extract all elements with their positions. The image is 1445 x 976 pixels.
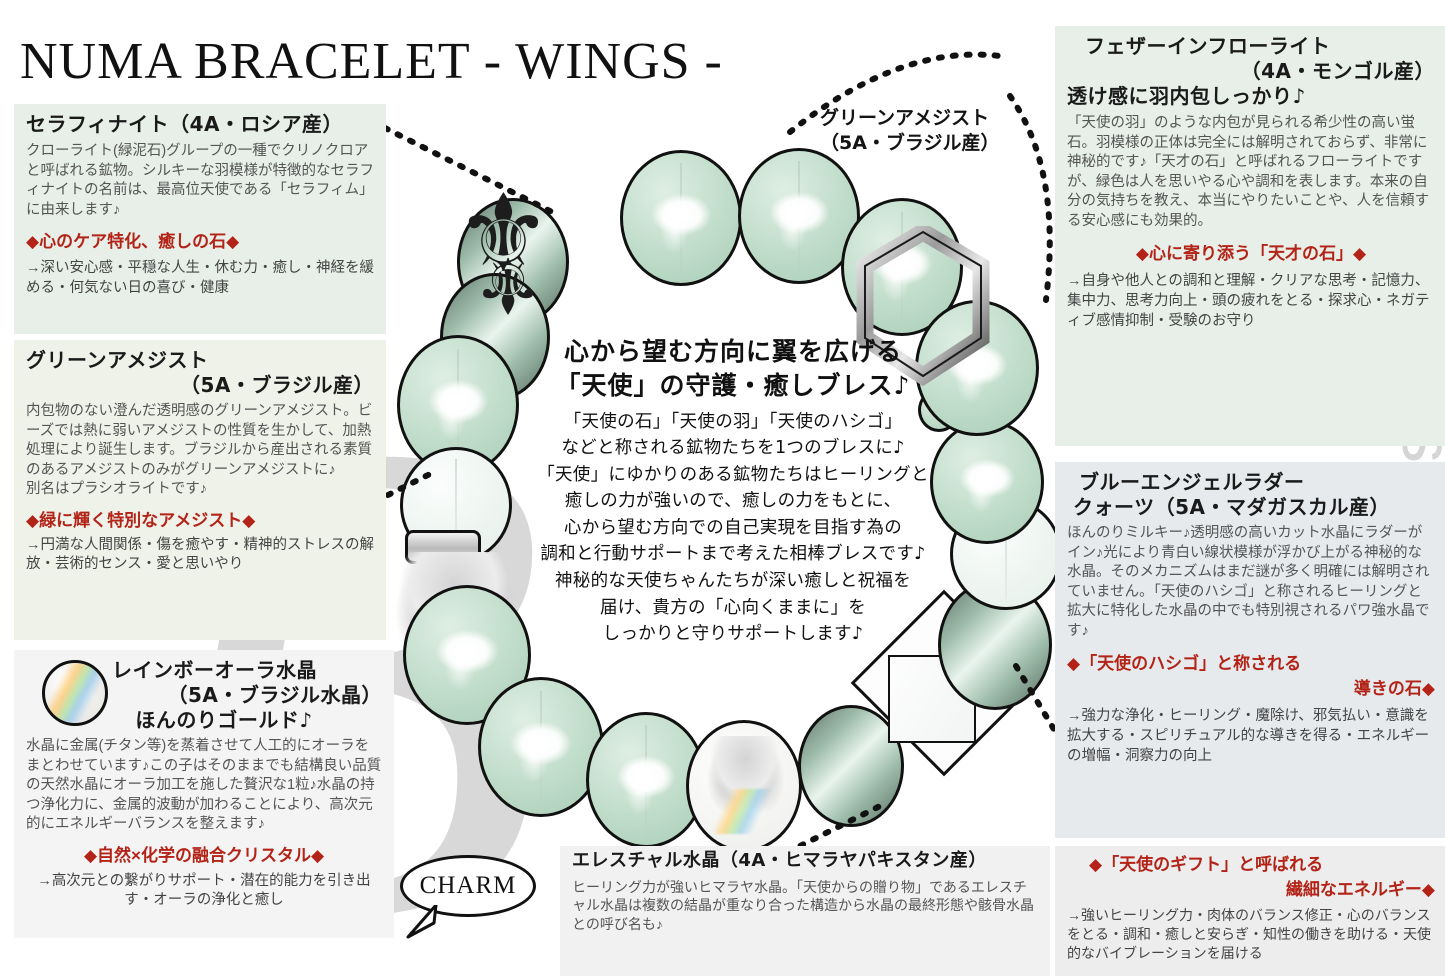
card-heading-line-1: ブルーエンジェルラダー bbox=[1079, 470, 1305, 494]
feather-inclusion bbox=[948, 448, 1026, 520]
label-line-2: （5A・ブラジル産） bbox=[820, 131, 1000, 154]
bead-green-amethyst-8 bbox=[930, 420, 1044, 544]
card-keyword-line-1: ◆「天使のハシゴ」と称される bbox=[1067, 654, 1302, 674]
card-keyword-line-2: 繊細なエネルギー◆ bbox=[1285, 880, 1435, 899]
card-keyword: ◆緑に輝く特別なアメジスト◆ bbox=[26, 510, 256, 530]
catch-copy-headline-1: 心から望む方向に翼を広げる bbox=[563, 337, 902, 366]
card-heading-line-2: （5A・ブラジル産） bbox=[180, 373, 374, 397]
catch-copy-block: 心から望む方向に翼を広げる 「天使」の守護・癒しブレス♪ 「天使の石」「天使の羽… bbox=[498, 335, 968, 648]
catch-copy-body: 「天使の石」「天使の羽」「天使のハシゴ」 などと称される鉱物たちを1つのブレスに… bbox=[498, 409, 968, 648]
feather-inclusion bbox=[416, 367, 500, 448]
feather-inclusion bbox=[639, 181, 723, 260]
card-body: ほんのりミルキー♪透明感の高いカット水晶にラダーがイン♪光により青白い線状模様が… bbox=[1067, 525, 1430, 639]
charm-bubble-tail bbox=[406, 905, 438, 939]
card-keyword: ◆自然×化学の融合クリスタル◆ bbox=[83, 845, 325, 865]
card-keyword: ◆心のケア特化、癒しの石◆ bbox=[26, 232, 240, 252]
card-heading-line-2: （4A・モンゴル産） bbox=[1240, 59, 1435, 83]
label-line-1: グリーンアメジスト bbox=[820, 107, 990, 129]
catch-copy-line: 癒しの力が強いので、癒しの力をもとに、 bbox=[564, 491, 902, 512]
card-effects: →強力な浄化・ヒーリング・魔除け、邪気払い・意識を拡大する・スピリチュアル的な導… bbox=[1067, 708, 1430, 764]
charm-bubble-label: CHARM bbox=[419, 872, 517, 899]
bead-green-amethyst-1 bbox=[620, 150, 742, 286]
card-effects: →高次元との繋がりサポート・潜在的能力を引き出す・オーラの浄化と癒し bbox=[37, 872, 371, 909]
bead-blue-angel-ladder-inner bbox=[888, 655, 976, 743]
card-body: 水晶に金属(チタン等)を蒸着させて人工的にオーラをまとわせています♪この子はその… bbox=[26, 738, 382, 833]
card-keyword-line-1: ◆「天使のギフト」と呼ばれる bbox=[1089, 855, 1324, 874]
bead-green-amethyst-6 bbox=[478, 677, 604, 817]
card-seraphinite: セラフィナイト（4A・ロシア産） クローライト(緑泥石)グループの一種でクリノク… bbox=[14, 104, 386, 334]
catch-copy-line: しっかりと守りサポートします♪ bbox=[602, 624, 864, 645]
catch-copy-line: 「天使」にゆかりのある鉱物たちはヒーリングと bbox=[537, 464, 929, 485]
card-heading-line-1: レインボーオーラ水晶 bbox=[112, 658, 317, 682]
card-effects: →円満な人間関係・傷を癒やす・精神的ストレスの解放・芸術的センス・愛と思いやり bbox=[26, 536, 374, 573]
rainbow-aura-swatch bbox=[42, 660, 108, 726]
catch-copy-line: 心から望む方向での自己実現を目指す為の bbox=[563, 517, 903, 538]
bead-green-amethyst-2 bbox=[738, 148, 860, 284]
card-heading: セラフィナイト（4A・ロシア産） bbox=[26, 112, 343, 136]
card-rainbow-aura-quartz: レインボーオーラ水晶 （5A・ブラジル水晶） ほんのりゴールド♪ 水晶に金属(チ… bbox=[14, 650, 394, 938]
page-title: NUMA BRACELET - WINGS - bbox=[20, 33, 723, 90]
card-effects: →自身や他人との調和と理解・クリアな思考・記憶力、集中力、思考力向上・頭の疲れを… bbox=[1067, 273, 1430, 329]
catch-copy-headline-2: 「天使」の守護・癒しブレス♪ bbox=[555, 370, 911, 400]
hex-metal-charm bbox=[856, 226, 990, 386]
charm-speech-bubble: CHARM bbox=[400, 855, 536, 917]
rainbow-flash bbox=[715, 788, 775, 834]
catch-copy-line: などと称される鉱物たちを1つのブレスに♪ bbox=[561, 438, 905, 459]
card-effects: →深い安心感・平穏な人生・休む力・癒し・神経を緩める・何気ない日の喜び・健康 bbox=[26, 260, 374, 296]
feather-inclusion bbox=[604, 743, 688, 822]
feather-inclusion bbox=[423, 617, 511, 698]
card-body: 「天使の羽」のような内包が見られる希少性の高い蛍石。羽模様の正体は完全には解明さ… bbox=[1067, 115, 1430, 229]
fleur-de-lis-charm-lower: ⚜ bbox=[473, 241, 543, 329]
bead-inclusion-spike bbox=[1005, 509, 1007, 599]
card-angel-gift-effects: ◆「天使のギフト」と呼ばれる 繊細なエネルギー◆ →強いヒーリング力・肉体のバラ… bbox=[1055, 846, 1445, 976]
rainbow-sheen bbox=[45, 663, 105, 723]
card-keyword-line-2: 導きの石◆ bbox=[1353, 679, 1435, 699]
catch-copy-line: 届け、貴方の「心向くままに」を bbox=[599, 597, 867, 618]
catch-copy-line: 「天使の石」「天使の羽」「天使のハシゴ」 bbox=[563, 411, 903, 432]
catch-copy-line: 調和と行動サポートまで考えた相棒ブレスです♪ bbox=[540, 544, 926, 565]
card-body: 内包物のない澄んだ透明感のグリーンアメジスト。ビーズでは熱に弱いアメジストの性質… bbox=[26, 403, 373, 498]
card-heading-line-3: ほんのりゴールド♪ bbox=[135, 708, 313, 732]
card-heading: エレスチャル水晶（4A・ヒマラヤパキスタン産） bbox=[572, 850, 987, 871]
feather-inclusion bbox=[757, 179, 841, 258]
feather-inclusion bbox=[497, 709, 585, 790]
card-effects: →強いヒーリング力・肉体のバランス修正・心のバランスをとる・調和・癒しと安らぎ・… bbox=[1067, 907, 1431, 961]
card-elestial-quartz: エレスチャル水晶（4A・ヒマラヤパキスタン産） ヒーリング力が強いヒマラヤ水晶。… bbox=[560, 846, 1050, 976]
card-body: ヒーリング力が強いヒマラヤ水晶。「天使からの贈り物」であるエレスチャル水晶は複数… bbox=[572, 878, 1034, 933]
card-feather-in-fluorite: フェザーインフローライト （4A・モンゴル産） 透け感に羽内包しっかり♪ 「天使… bbox=[1055, 26, 1445, 446]
bead-inclusion-spike bbox=[455, 458, 457, 552]
card-blue-angel-ladder-quartz: ブルーエンジェルラダー クォーツ（5A・マダガスカル産） ほんのりミルキー♪透明… bbox=[1055, 462, 1445, 838]
card-green-amethyst: グリーンアメジスト （5A・ブラジル産） 内包物のない澄んだ透明感のグリーンアメ… bbox=[14, 340, 386, 640]
bead-green-amethyst-5 bbox=[403, 585, 531, 725]
card-body: クローライト(緑泥石)グループの一種でクリノクロアと呼ばれる鉱物。シルキーな羽模… bbox=[26, 143, 374, 218]
label-green-amethyst-top: グリーンアメジスト （5A・ブラジル産） bbox=[820, 106, 1000, 155]
bead-elestial-quartz bbox=[686, 720, 802, 852]
catch-copy-line: 神秘的な天使ちゃんたちが深い癒しと祝福を bbox=[555, 571, 911, 592]
card-heading-line-2: クォーツ（5A・マダガスカル産） bbox=[1073, 495, 1390, 519]
card-heading-line-1: グリーンアメジスト bbox=[26, 348, 209, 372]
card-heading-line-2: （5A・ブラジル水晶） bbox=[167, 683, 382, 707]
card-heading-line-3: 透け感に羽内包しっかり♪ bbox=[1067, 84, 1306, 108]
card-heading-line-1: フェザーインフローライト bbox=[1085, 34, 1331, 58]
card-keyword: ◆心に寄り添う「天才の石」◆ bbox=[1135, 244, 1367, 264]
